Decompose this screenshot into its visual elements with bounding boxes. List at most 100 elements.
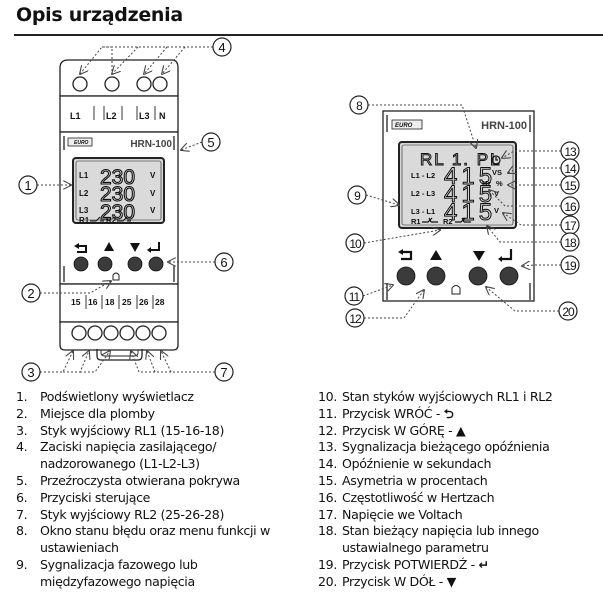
display-row-label: L1 bbox=[79, 171, 89, 180]
legend-num: 5. bbox=[16, 472, 28, 488]
legend-num: 11. bbox=[318, 405, 337, 421]
display-row-label: L1 - L2 bbox=[411, 171, 435, 180]
legend-num: 3. bbox=[16, 422, 28, 438]
terminal-label: L3 bbox=[139, 111, 150, 121]
display-value: 415 bbox=[444, 163, 496, 190]
terminal-label: 25 bbox=[122, 297, 132, 307]
legend-text: Napięcie we Voltach bbox=[342, 506, 463, 522]
callout-18 bbox=[560, 232, 580, 252]
callout-number: 14 bbox=[564, 162, 577, 176]
legend-item: 6.Przyciski sterujące bbox=[16, 490, 306, 507]
legend-num: 16. bbox=[318, 489, 337, 505]
legend-item: 19.Przycisk POTWIERDŹ - ↵ bbox=[318, 557, 603, 574]
back-arrow-icon: ⮌ bbox=[443, 405, 454, 421]
legend-text: Sygnalizacja bieżącego opóźnienia bbox=[342, 439, 550, 455]
legend-num: 10. bbox=[318, 389, 337, 404]
legend-text: Okno stanu błędu oraz menu funkcji w ust… bbox=[40, 523, 270, 556]
relay-label: R2 bbox=[443, 217, 453, 226]
legend-num: 14. bbox=[318, 456, 337, 472]
down-button[interactable] bbox=[468, 266, 488, 286]
back-arrow-icon bbox=[401, 250, 413, 261]
terminal-label: 26 bbox=[139, 297, 149, 307]
callout-number: 6 bbox=[220, 255, 227, 270]
display-unit: V bbox=[150, 189, 156, 198]
enter-button[interactable] bbox=[499, 266, 519, 286]
triangle-down-icon: ▼ bbox=[446, 573, 457, 589]
display-value: 230 bbox=[100, 166, 135, 189]
legend-item: 12.Przycisk W GÓRĘ - ▲ bbox=[318, 423, 603, 440]
legend-item: 14.Opóźnienie w sekundach bbox=[318, 456, 603, 473]
legend-item: 9.Sygnalizacja fazowego lub międzyfazowe… bbox=[16, 557, 306, 591]
display-value: 230 bbox=[100, 183, 135, 206]
terminal-label: L1 bbox=[70, 111, 81, 121]
display-row-label: L3 bbox=[79, 206, 89, 215]
enter-button[interactable] bbox=[148, 256, 164, 272]
device-diagram: L1 L2 L3 N EURO HRN-100 L1 L2 L3 V V V R… bbox=[18, 37, 580, 382]
callout-16 bbox=[560, 196, 580, 216]
callout-7 bbox=[214, 362, 234, 382]
unit-percent: % bbox=[496, 179, 503, 188]
brand-logo bbox=[67, 137, 93, 147]
legend-text: Przycisk WRÓĆ - bbox=[342, 405, 444, 421]
legend-item: 20.Przycisk W DÓŁ - ▼ bbox=[318, 574, 603, 591]
unit-hertz: Hz bbox=[482, 179, 491, 188]
legend-num: 12. bbox=[318, 422, 337, 438]
callout-number: 19 bbox=[564, 259, 577, 273]
back-button[interactable] bbox=[396, 266, 416, 286]
legend-text: Styk wyjściowy RL2 (25-26-28) bbox=[40, 506, 225, 522]
brand-logo bbox=[391, 119, 423, 130]
terminal-screw bbox=[136, 76, 152, 92]
model-label: HRN-100 bbox=[130, 139, 172, 150]
terminal-screw bbox=[152, 76, 168, 92]
up-button[interactable] bbox=[97, 256, 113, 272]
display-value: 415 bbox=[444, 181, 496, 208]
up-button[interactable] bbox=[426, 266, 446, 286]
callout-4 bbox=[212, 37, 232, 57]
terminal-screw bbox=[119, 325, 135, 341]
callout-number: 1 bbox=[24, 178, 31, 193]
callout-number: 5 bbox=[207, 135, 214, 150]
legend-item: 15.Asymetria w procentach bbox=[318, 473, 603, 490]
legend-text: Zaciski napięcia zasilającego/ nadzorowa… bbox=[40, 439, 217, 472]
brand-text: EURO bbox=[74, 140, 89, 146]
legend-text: Przycisk W GÓRĘ - bbox=[342, 422, 456, 438]
terminal-screw bbox=[151, 325, 167, 341]
terminal-label: 16 bbox=[88, 297, 98, 307]
legend-item: 8.Okno stanu błędu oraz menu funkcji w u… bbox=[16, 523, 306, 557]
callout-12 bbox=[345, 308, 365, 328]
down-button[interactable] bbox=[127, 256, 143, 272]
legend-text: Przycisk POTWIERDŹ - bbox=[342, 556, 479, 572]
seal-icon bbox=[451, 285, 461, 295]
legend-item: 4.Zaciski napięcia zasilającego/ nadzoro… bbox=[16, 439, 306, 473]
seal-icon bbox=[112, 272, 120, 281]
callout-6 bbox=[214, 252, 234, 272]
triangle-down-icon bbox=[473, 251, 485, 261]
callout-10 bbox=[345, 233, 365, 253]
terminal-screw bbox=[71, 325, 87, 341]
callout-15 bbox=[560, 175, 580, 195]
callout-number: 15 bbox=[564, 179, 577, 193]
callout-19 bbox=[560, 255, 580, 275]
unit-volt: V bbox=[494, 206, 499, 215]
callout-11 bbox=[344, 286, 364, 306]
legend-num: 18. bbox=[318, 523, 337, 539]
display-row-label: L2 - L3 bbox=[411, 189, 435, 198]
legend-num: 1. bbox=[16, 389, 28, 404]
model-label: HRN-100 bbox=[481, 120, 527, 132]
callout-5 bbox=[201, 132, 221, 152]
callout-number: 13 bbox=[564, 145, 577, 159]
back-button[interactable] bbox=[73, 256, 89, 272]
legend-text: Styk wyjściowy RL1 (15-16-18) bbox=[40, 422, 225, 438]
callout-2 bbox=[21, 283, 41, 303]
relay-label: R2 bbox=[106, 216, 117, 225]
callout-number: 20 bbox=[562, 305, 575, 319]
legend-item: 18.Stan bieżący napięcia lub innego usta… bbox=[318, 523, 603, 557]
terminal-screw bbox=[104, 76, 120, 92]
back-arrow-icon bbox=[77, 245, 87, 253]
legend-item: 11. Przycisk WRÓĆ - ⮌ bbox=[318, 406, 603, 423]
legend-item: 16.Częstotliwość w Hertzach bbox=[318, 490, 603, 507]
terminal-label: N bbox=[159, 111, 166, 121]
brand-text: EURO bbox=[395, 123, 413, 129]
legend-num: 17. bbox=[318, 506, 337, 522]
callout-number: 8 bbox=[356, 99, 363, 113]
